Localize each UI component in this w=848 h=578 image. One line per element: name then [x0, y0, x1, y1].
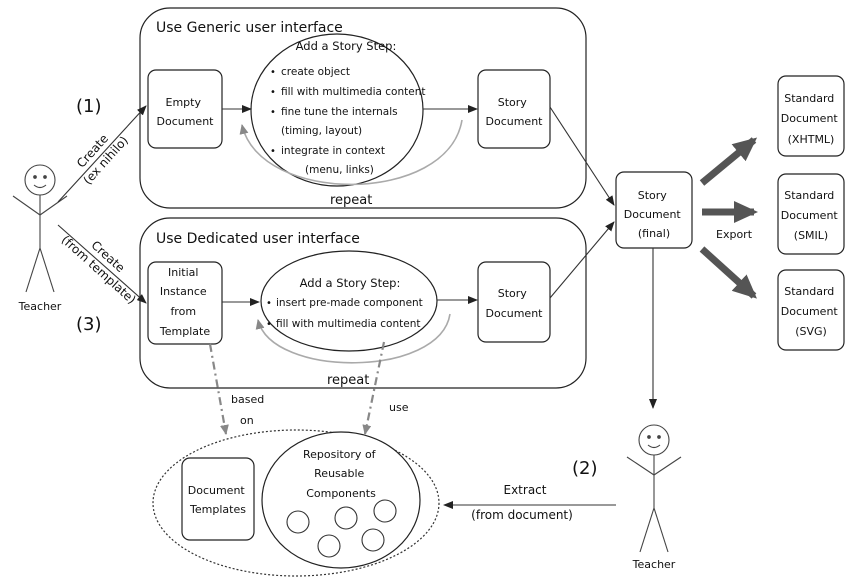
standard-svg-label: Standard Document (SVG) [781, 285, 842, 338]
svg-text:•: • [270, 146, 276, 157]
extract-sub-label: (from document) [471, 508, 573, 522]
extract-label: Extract [504, 483, 547, 497]
teacher-left-figure [12, 164, 68, 293]
dedicated-story-document-box [477, 261, 551, 343]
teacher-left-label: Teacher [18, 300, 62, 313]
marker-2: (2) [572, 458, 598, 479]
component-circles [286, 499, 397, 558]
dedicated-ui-title: Use Dedicated user interface [156, 231, 360, 247]
arrow-create-from-template [57, 224, 147, 304]
export-arrow-svg [699, 246, 757, 299]
svg-text:•: • [270, 87, 276, 98]
document-templates-label: Document Templates [188, 484, 249, 516]
standard-smil-box [777, 173, 845, 255]
dedicated-repeat-loop [255, 313, 451, 364]
generic-step-item: (menu, links) [305, 164, 374, 176]
generic-step-item: fine tune the internals [281, 106, 398, 118]
component-circle [317, 534, 341, 558]
arrow-generic-to-final [549, 106, 615, 206]
generic-repeat-label: repeat [330, 193, 372, 208]
use-dashed-arrow [362, 341, 386, 435]
component-circle [334, 506, 358, 530]
arrow-create-ex-nihilo [57, 105, 147, 203]
dedicated-step-title: Add a Story Step: [300, 276, 401, 290]
initial-instance-label: Initial Instance from Template [159, 266, 210, 338]
document-templates-box [181, 457, 255, 541]
teacher-right-head [638, 424, 670, 456]
export-arrow-xhtml [699, 137, 758, 186]
generic-story-document-box [477, 69, 551, 149]
generic-step-item: (timing, layout) [281, 125, 362, 137]
standard-svg-box [777, 269, 845, 351]
final-story-document-box [615, 171, 693, 249]
dedicated-story-document-label: Story Document [486, 287, 544, 320]
dedicated-repeat-label: repeat [327, 373, 369, 388]
initial-instance-box [147, 261, 223, 345]
generic-story-document-label: Story Document [486, 96, 544, 128]
reusable-components-label: Repository of Reusable Components [303, 448, 379, 500]
svg-text:•: • [266, 298, 272, 309]
generic-step-item: integrate in context [281, 145, 385, 157]
teacher-right-label: Teacher [632, 558, 676, 571]
empty-document-box [147, 69, 223, 149]
svg-text:•: • [266, 319, 272, 330]
export-label: Export [716, 228, 753, 241]
standard-xhtml-box [777, 75, 845, 157]
standard-xhtml-label: Standard Document (XHTML) [781, 92, 842, 146]
generic-step-item: create object [281, 66, 350, 78]
component-circle [361, 528, 385, 552]
marker-3: (3) [76, 314, 102, 335]
arrow-dedicated-to-final [549, 221, 615, 299]
generic-step-list: • create object • fill with multimedia c… [270, 66, 425, 176]
empty-document-label: Empty Document [157, 96, 215, 128]
teacher-left-head [24, 164, 56, 196]
component-circle [373, 499, 397, 523]
dedicated-step-item: insert pre-made component [276, 297, 423, 309]
use-label: use [389, 401, 409, 414]
dedicated-step-item: fill with multimedia content [276, 318, 420, 330]
svg-text:•: • [270, 67, 276, 78]
generic-step-title: Add a Story Step: [296, 39, 397, 53]
standard-smil-label: Standard Document (SMIL) [781, 189, 842, 242]
svg-text:•: • [270, 107, 276, 118]
generic-repeat-loop [239, 119, 463, 186]
create-from-template-label: Create (from template) [59, 221, 150, 307]
generic-ui-title: Use Generic user interface [156, 20, 343, 36]
generic-step-item: fill with multimedia content [281, 86, 425, 98]
marker-1: (1) [76, 96, 102, 117]
teacher-right-figure [626, 424, 682, 553]
based-on-dashed-arrow [208, 343, 229, 435]
dedicated-story-step-ellipse [260, 250, 438, 352]
final-story-document-label: Story Document (final) [624, 189, 685, 240]
based-on-label: based on [231, 393, 268, 427]
component-circle [286, 510, 310, 534]
